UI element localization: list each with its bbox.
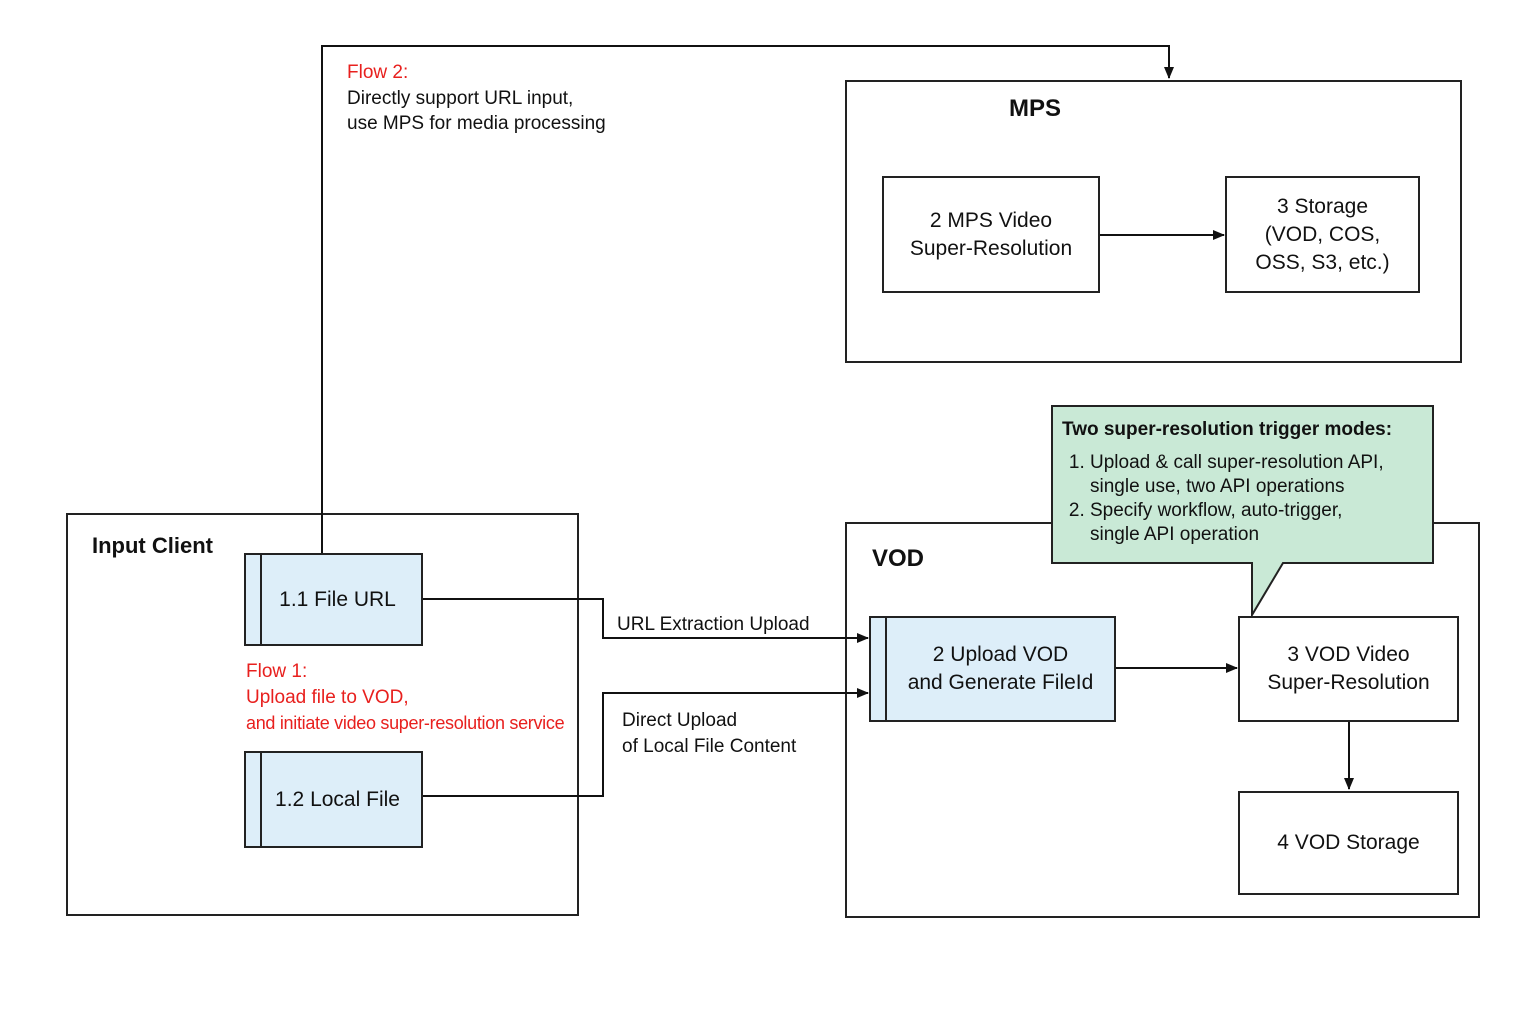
direct-upload-label-line1: Direct Upload bbox=[622, 710, 738, 731]
mps-video-line2: Super-Resolution bbox=[909, 236, 1073, 260]
local-file-label: 1.2 Local File bbox=[275, 787, 400, 811]
mps-title: MPS bbox=[1009, 95, 1062, 122]
flow1-heading: Flow 1: bbox=[246, 661, 308, 682]
vod-storage-label: 4 VOD Storage bbox=[1277, 831, 1420, 854]
mps-storage-line3: OSS, S3, etc.) bbox=[1255, 250, 1390, 274]
mps-storage-node[interactable]: 3 Storage (VOD, COS, OSS, S3, etc.) bbox=[1225, 176, 1420, 293]
callout-list: Upload & call super-resolution API,singl… bbox=[1062, 451, 1432, 547]
local-file-node[interactable]: 1.2 Local File bbox=[244, 751, 423, 848]
input-client-title: Input Client bbox=[92, 533, 213, 558]
file-url-label: 1.1 File URL bbox=[279, 587, 396, 611]
vod-super-res-line2: Super-Resolution bbox=[1267, 671, 1430, 694]
upload-vod-node[interactable]: 2 Upload VOD and Generate FileId bbox=[869, 616, 1116, 722]
callout-text: Two super-resolution trigger modes: Uplo… bbox=[1062, 418, 1432, 547]
file-url-node[interactable]: 1.1 File URL bbox=[244, 553, 423, 646]
callout-item-2: Specify workflow, auto-trigger,single AP… bbox=[1090, 499, 1432, 547]
mps-storage-line1: 3 Storage bbox=[1276, 194, 1369, 218]
callout-item-1: Upload & call super-resolution API,singl… bbox=[1090, 451, 1432, 499]
callout-title: Two super-resolution trigger modes: bbox=[1062, 419, 1393, 440]
callout-bubble bbox=[1051, 405, 1434, 619]
flow2-heading: Flow 2: bbox=[347, 62, 409, 83]
vod-storage-node[interactable]: 4 VOD Storage bbox=[1238, 791, 1459, 895]
flow2-line2: use MPS for media processing bbox=[347, 113, 606, 134]
direct-upload-label-line2: of Local File Content bbox=[622, 736, 797, 757]
direct-upload-connector bbox=[422, 688, 869, 797]
url-extraction-connector bbox=[422, 598, 869, 643]
flow1-line1: Upload file to VOD, bbox=[246, 687, 409, 708]
flow2-connector bbox=[321, 45, 1174, 553]
upload-vod-line2: and Generate FileId bbox=[907, 671, 1094, 694]
flow2-line1: Directly support URL input, bbox=[347, 88, 574, 109]
url-extraction-label: URL Extraction Upload bbox=[617, 614, 810, 635]
flow1-line2: and initiate video super-resolution serv… bbox=[246, 713, 565, 733]
vod-title: VOD bbox=[872, 545, 925, 572]
mps-storage-line2: (VOD, COS, bbox=[1264, 222, 1381, 246]
mps-video-line1: 2 MPS Video bbox=[929, 208, 1053, 232]
upload-vod-line1: 2 Upload VOD bbox=[932, 643, 1069, 666]
vod-super-res-line1: 3 VOD Video bbox=[1287, 643, 1410, 666]
